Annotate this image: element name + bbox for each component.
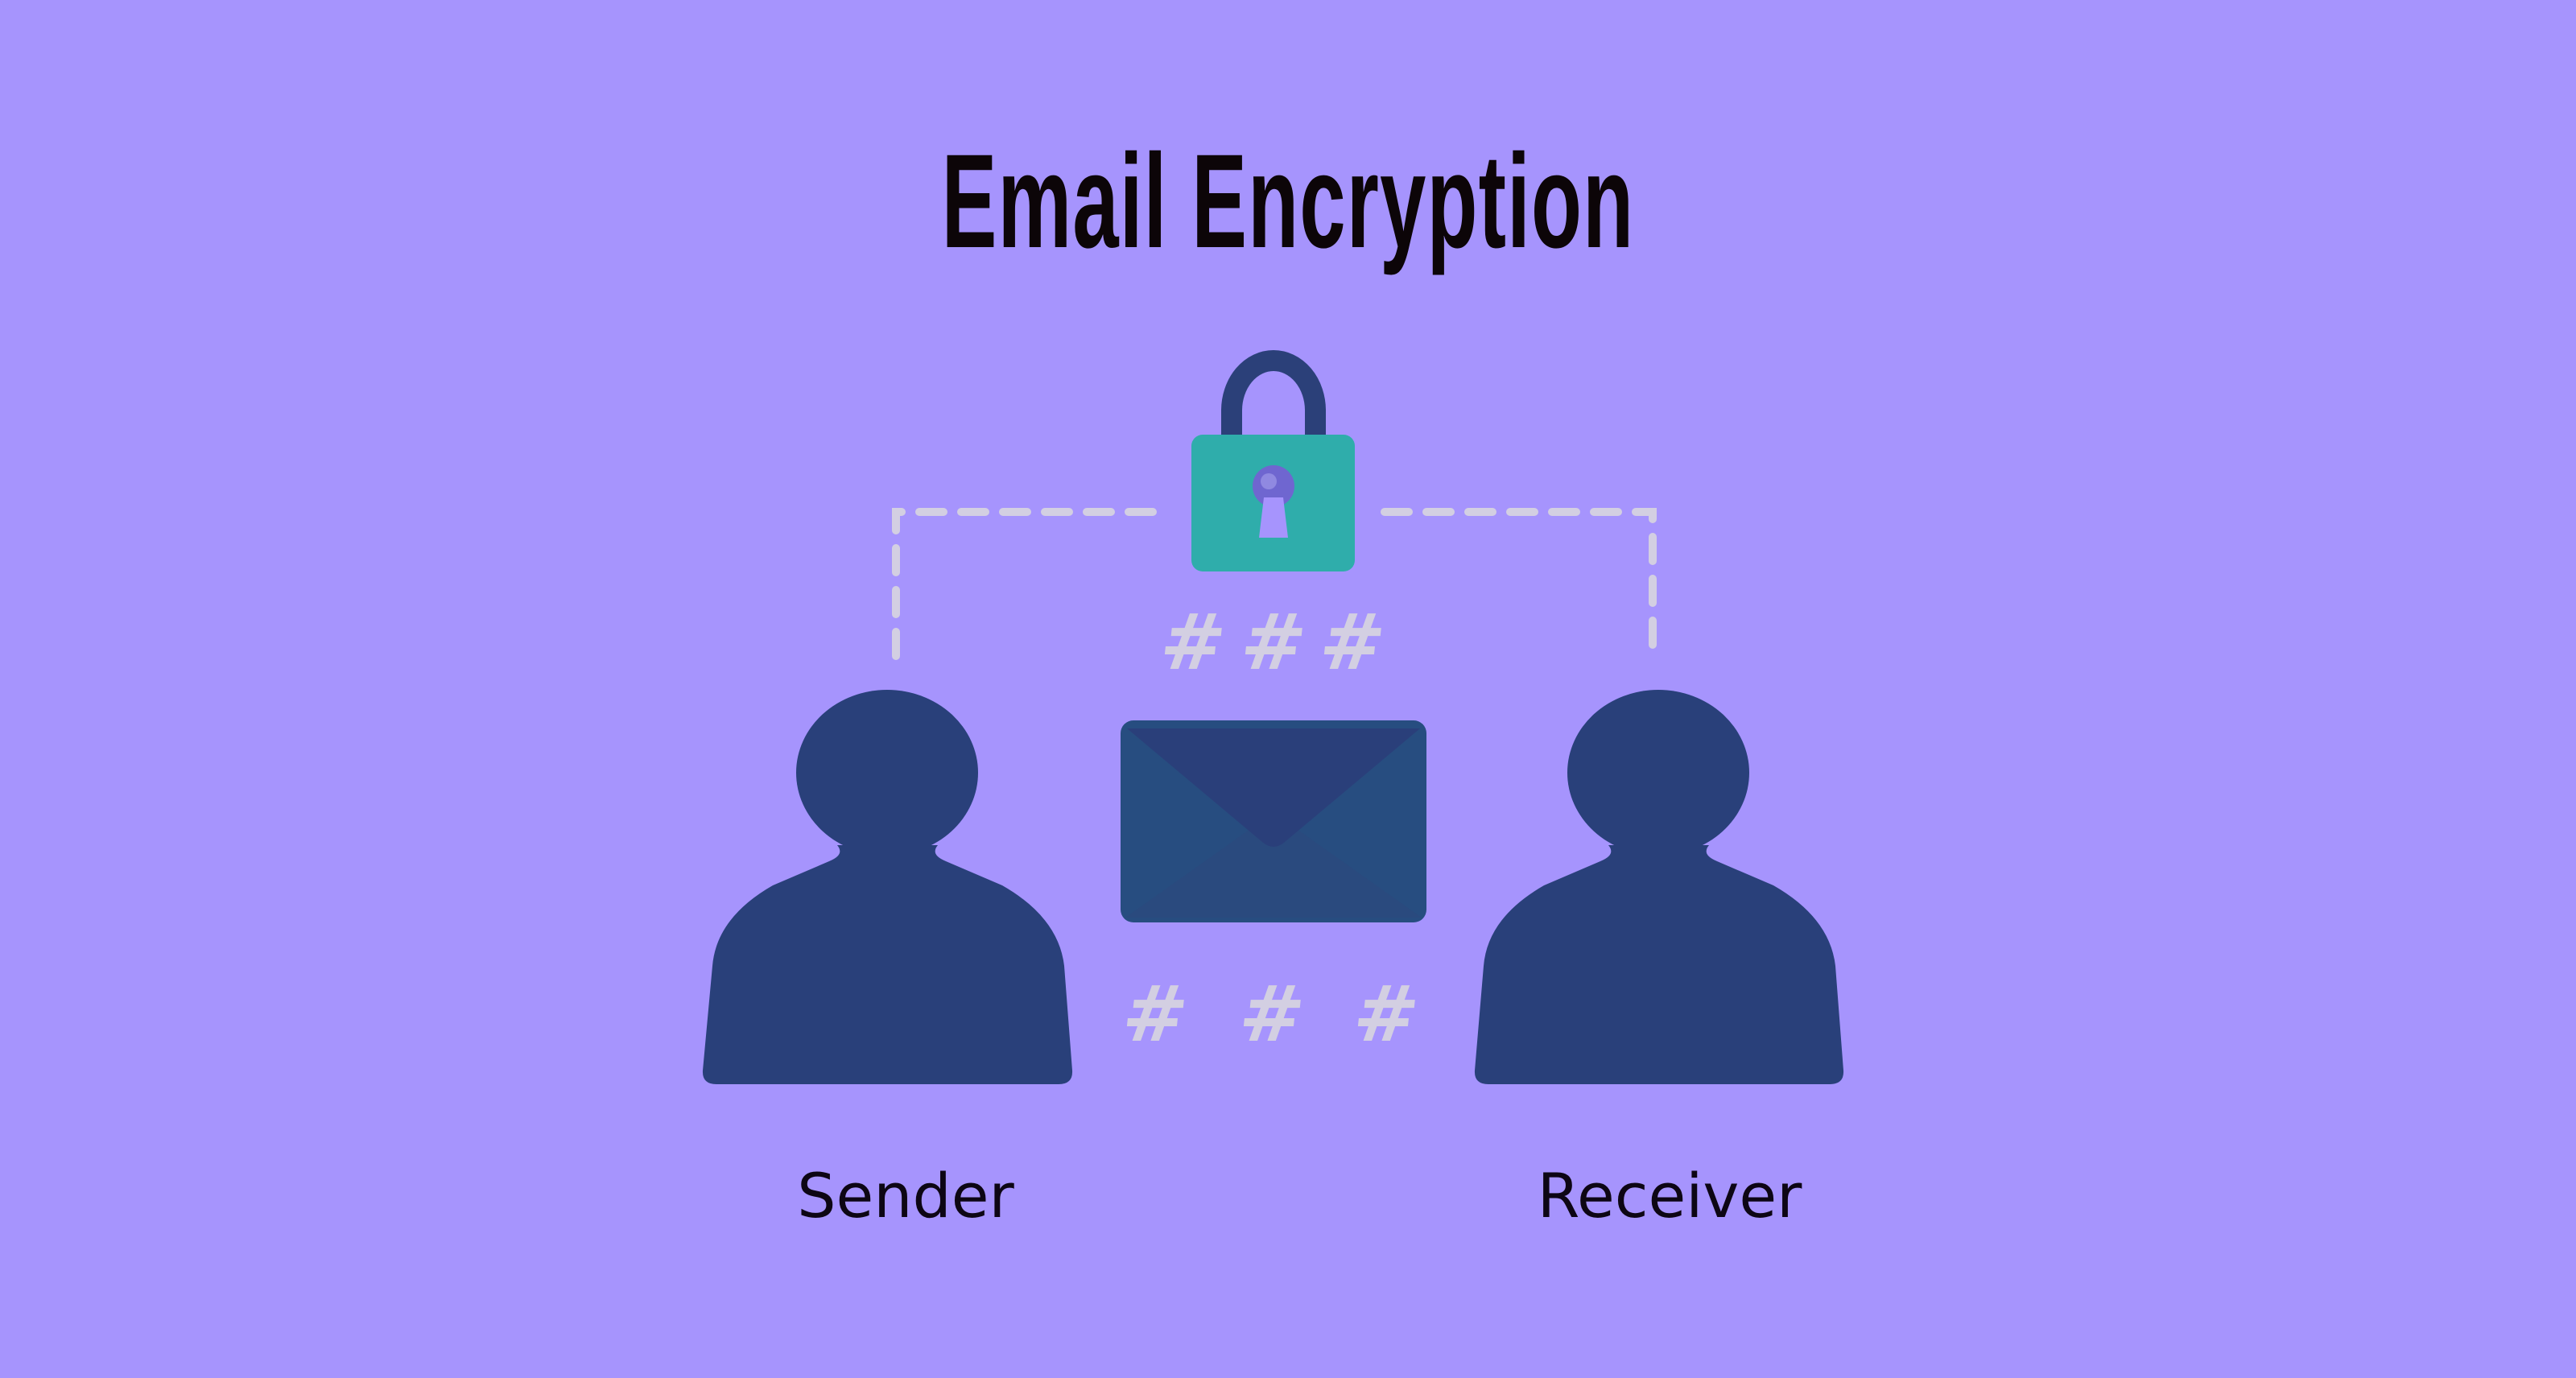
envelope-icon	[1121, 720, 1426, 922]
sender-person-icon	[702, 690, 1073, 1084]
sender-label: Sender	[797, 1160, 1014, 1232]
cipher-hash-top-1: #	[1156, 597, 1231, 687]
receiver-label: Receiver	[1537, 1160, 1802, 1232]
cipher-hash-bottom-2: #	[1235, 969, 1310, 1059]
page-title: Email Encryption	[0, 135, 2576, 269]
receiver-person-icon	[1474, 690, 1844, 1084]
dashed-connector	[892, 508, 1657, 660]
connector-left	[892, 508, 1167, 660]
title-text: Email Encryption	[941, 127, 1635, 276]
cipher-hash-top-2: #	[1236, 597, 1311, 687]
connector-right	[1381, 508, 1657, 660]
padlock-icon	[1191, 350, 1355, 571]
cipher-hash-bottom-1: #	[1118, 969, 1193, 1059]
cipher-hash-top-3: #	[1315, 597, 1390, 687]
cipher-hash-bottom-3: #	[1349, 969, 1424, 1059]
